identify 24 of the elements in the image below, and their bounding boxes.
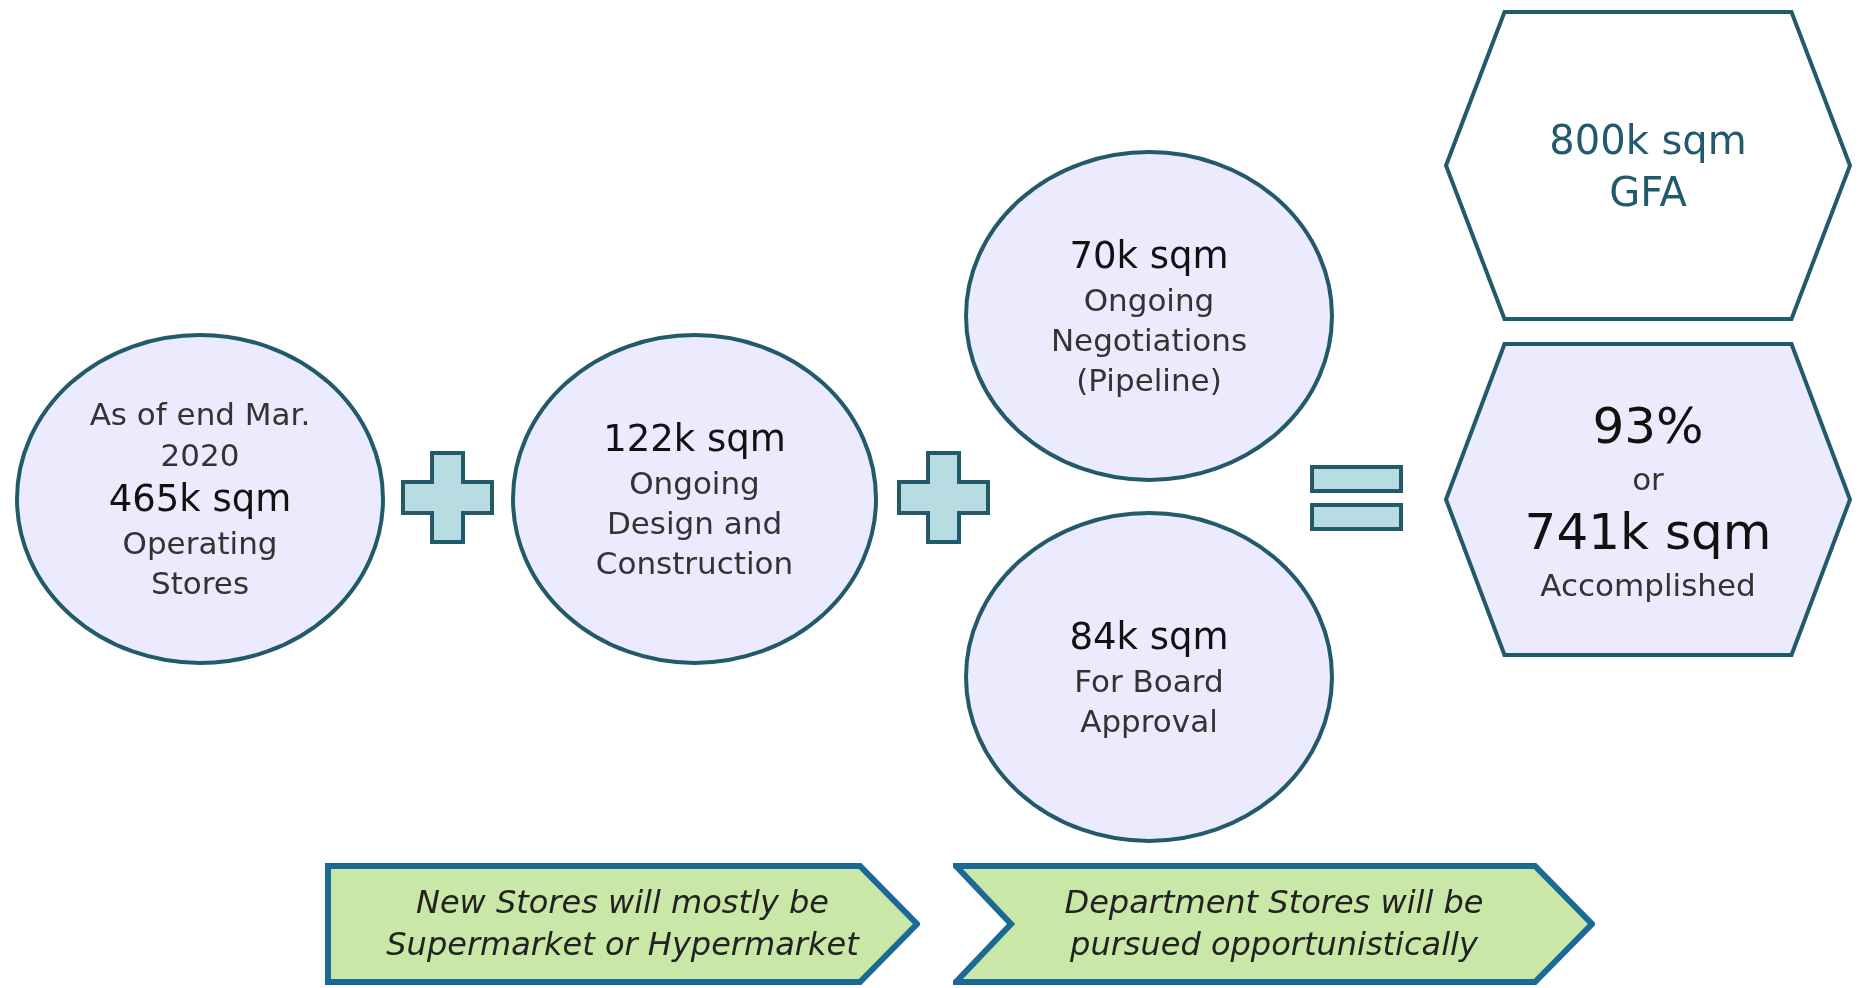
description-text: Ongoing Design and Construction bbox=[594, 463, 795, 584]
area-value: 741k sqm bbox=[1524, 501, 1772, 563]
area-value: 84k sqm bbox=[1069, 613, 1229, 660]
description-text: Ongoing Negotiations (Pipeline) bbox=[1049, 280, 1249, 401]
note-text: Department Stores will be pursued opportunistically bbox=[1063, 882, 1485, 965]
note-banner bbox=[325, 863, 920, 985]
target-text: 800k sqm GFA bbox=[1548, 115, 1748, 217]
area-value: 93% bbox=[1592, 396, 1704, 458]
description-text: or bbox=[1632, 460, 1664, 500]
stat-circle bbox=[510, 332, 879, 666]
note-text: New Stores will mostly be Supermarket or Hypermarket bbox=[385, 882, 861, 965]
area-value: 465k sqm bbox=[108, 475, 292, 522]
description-text: As of end Mar. 2020 bbox=[88, 395, 312, 475]
description-text: For Board Approval bbox=[1073, 661, 1225, 742]
description-text: Operating Stores bbox=[121, 524, 279, 604]
result-hexagon bbox=[1443, 341, 1853, 658]
area-value: 122k sqm bbox=[603, 415, 786, 462]
stat-circle bbox=[14, 332, 386, 666]
description-text: Accomplished bbox=[1540, 565, 1756, 605]
stat-circle bbox=[963, 149, 1335, 483]
note-banner bbox=[953, 863, 1595, 985]
target-hexagon bbox=[1443, 9, 1853, 322]
stat-circle bbox=[963, 510, 1335, 844]
area-value: 70k sqm bbox=[1069, 232, 1229, 279]
